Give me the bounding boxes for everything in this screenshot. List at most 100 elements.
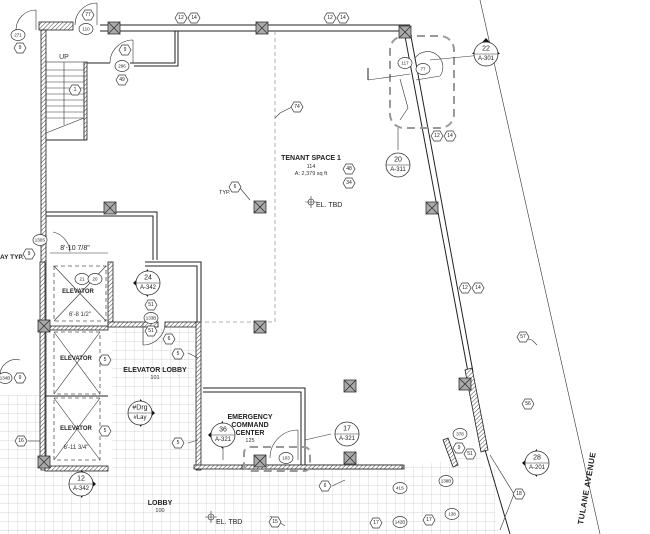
elevator-label-2: ELEVATOR	[60, 356, 92, 362]
room-name-ecc-3: CENTER	[236, 430, 265, 437]
section-marker: 20A-311	[385, 152, 411, 178]
keynote-tag: 77	[81, 9, 95, 21]
keynote-number: 18	[516, 491, 522, 497]
keynote-number: 51	[148, 302, 154, 308]
door-number: 130S	[35, 238, 46, 243]
keynote-number: 74	[294, 104, 300, 110]
column-icon	[253, 320, 267, 334]
door-tag: 41S	[392, 482, 408, 494]
dimension-label: 8'-10 7/8"	[60, 245, 90, 252]
keynote-number: 5	[104, 428, 107, 434]
keynote-tag: 14	[443, 130, 457, 142]
section-sheet: A-201	[529, 465, 546, 471]
door-number: 20	[92, 277, 98, 282]
column-icon	[458, 377, 472, 391]
section-marker: 22A-301	[472, 38, 500, 67]
keynote-tag: 56	[521, 398, 535, 410]
keynote-number: 6	[324, 483, 327, 489]
column-icon	[103, 201, 117, 215]
street-name: TULANE AVENUE	[576, 451, 598, 525]
keynote-tag: 6	[318, 480, 332, 492]
keynote-tag: 18	[512, 488, 526, 500]
keynote-number: 9	[19, 375, 22, 381]
section-markers: 22A-30120A-31124A-34236A-32117A-32112A-3…	[68, 38, 550, 498]
elevation-label: EL. TBD	[316, 202, 342, 209]
keynote-number: 1	[74, 87, 77, 93]
keynote-tag: 51	[144, 325, 158, 337]
keynote-tag: 5	[171, 437, 185, 449]
section-number: 28	[533, 455, 541, 462]
keynote-number: 57	[520, 334, 526, 340]
stair-up-label: UP	[59, 54, 69, 61]
dimension-label: 6'-8 1/2"	[69, 312, 91, 318]
keynote-tag: 57	[516, 331, 530, 343]
door-tag: 378	[452, 428, 468, 440]
room-name-tenant: TENANT SPACE 1	[281, 155, 341, 162]
keynote-tag: 12	[430, 130, 444, 142]
door-tag: 296	[114, 60, 130, 72]
dimension-label: 6'-11 3/4"	[64, 445, 89, 451]
door-tag: 271	[10, 29, 26, 41]
keynote-number: 9	[458, 445, 461, 451]
keynote-number: 6	[234, 184, 237, 190]
door-tag: 117	[397, 57, 413, 69]
section-number: 20	[394, 157, 402, 164]
section-marker: 28A-201	[522, 449, 550, 477]
section-sheet: A-342	[73, 486, 90, 492]
keynote-tag: 48	[342, 163, 356, 175]
door-number: 138	[448, 512, 456, 517]
door-tag: 134B	[0, 372, 13, 384]
keynote-tag: 9	[22, 248, 36, 260]
keynote-number: 15	[272, 519, 278, 525]
door-tag: 21	[74, 273, 90, 285]
keynote-tag: 12	[174, 12, 188, 24]
keynote-number: 17	[373, 520, 379, 526]
section-number: 22	[482, 46, 490, 53]
keynote-tag: 51	[463, 448, 477, 460]
section-marker: 12A-342	[68, 470, 96, 498]
keynote-number: 34	[346, 180, 352, 186]
section-number: 17	[343, 426, 351, 433]
keynote-tag: 12	[323, 12, 337, 24]
keynote-number: 5	[177, 351, 180, 357]
room-name-elevator-lobby: ELEVATOR LOBBY	[123, 367, 187, 374]
doors	[0, 2, 444, 460]
section-number: 36	[219, 427, 227, 434]
elevation-marker: EL. TBD EL. TBD	[205, 196, 342, 526]
property-line	[479, 0, 601, 534]
door-number: 133B	[146, 316, 157, 321]
keynote-number: 5	[104, 357, 107, 363]
elevator-shafts	[45, 265, 108, 461]
keynote-tag: 16	[14, 435, 28, 447]
keynote-number: 77	[85, 12, 91, 18]
column-icon	[425, 201, 439, 215]
keynote-tag: 5	[98, 354, 112, 366]
keynote-tag: 14	[336, 12, 350, 24]
keynote-tag: 74	[290, 101, 304, 113]
keynote-tag: 9	[13, 42, 27, 54]
door-number: 378	[456, 432, 464, 437]
column-icon	[343, 379, 357, 393]
column-icon	[37, 455, 51, 469]
keynote-number: 5	[177, 440, 180, 446]
typical-label: AY TYP.	[0, 254, 24, 261]
section-marker: 36A-321	[208, 421, 236, 449]
column-icon	[343, 451, 357, 465]
leader-lines	[28, 78, 538, 531]
keynote-number: 14	[191, 15, 197, 21]
keynote-tag: 49	[115, 74, 129, 86]
elevation-label: EL. TBD	[216, 519, 242, 526]
door-tag: 77	[415, 63, 431, 75]
section-marker: #Drg#Lay	[127, 399, 155, 427]
keynote-tag: 5	[98, 425, 112, 437]
column-icon	[107, 21, 121, 35]
keynote-number: 48	[346, 166, 352, 172]
section-sheet: A-342	[140, 285, 157, 291]
keynote-number: 49	[119, 77, 125, 83]
section-number: 24	[144, 275, 152, 282]
door-number: 138B	[441, 479, 452, 484]
room-number-elevator-lobby: 101	[150, 375, 159, 381]
elevator-label-1: ELEVATOR	[62, 289, 94, 295]
